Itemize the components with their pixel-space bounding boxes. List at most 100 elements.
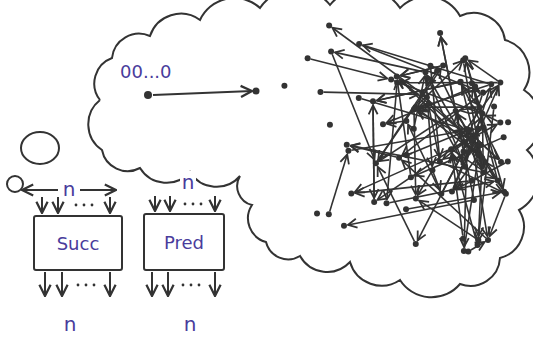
output-arrow: [44, 272, 46, 296]
start-state-label: 00...0: [118, 62, 174, 82]
transition-arrow: [409, 193, 500, 209]
state-dot: [413, 195, 419, 201]
state-dot: [462, 55, 468, 61]
state-dot: [465, 150, 471, 156]
dot: [83, 204, 86, 207]
state-dot: [356, 41, 362, 47]
bit-width-label: n: [61, 178, 78, 200]
state-dot: [326, 22, 332, 28]
dot: [200, 203, 203, 206]
dot: [190, 284, 193, 287]
width-arrow: [22, 189, 58, 191]
dot: [198, 284, 201, 287]
transition-arrow: [486, 116, 498, 122]
bit-width-label: n: [182, 313, 199, 335]
input-arrow: [154, 196, 156, 211]
state-dot: [434, 68, 440, 74]
state-dot: [477, 142, 483, 148]
transition-arrow: [441, 37, 455, 108]
transition-arrow: [378, 73, 435, 160]
transition-arrow: [431, 69, 440, 158]
transition-arrow: [484, 161, 502, 189]
state-dot: [448, 147, 454, 153]
box-label: Succ: [57, 233, 100, 254]
state-dot: [468, 178, 474, 184]
state-dot: [481, 125, 487, 131]
transition-arrow: [473, 87, 481, 111]
transition-arrow: [427, 76, 481, 170]
thought-bubble: [21, 132, 59, 164]
transition-arrow: [452, 154, 476, 243]
width-arrow: [80, 189, 116, 191]
box-label: Pred: [164, 232, 204, 253]
function-box: Succ: [33, 215, 123, 271]
dot: [192, 203, 195, 206]
transition-arrow: [402, 160, 486, 238]
state-dot: [501, 189, 507, 195]
state-dot: [317, 89, 323, 95]
state-dot: [373, 160, 379, 166]
state-dot: [326, 211, 332, 217]
state-dot: [370, 98, 376, 104]
state-dot: [396, 155, 402, 161]
thought-cloud: [88, 0, 533, 297]
transition-arrow: [394, 81, 479, 113]
state-dot: [305, 55, 311, 61]
state-dot: [408, 174, 414, 180]
output-arrow: [214, 272, 216, 296]
dot: [93, 284, 96, 287]
transition-arrow: [438, 74, 476, 152]
transition-arrow: [489, 196, 504, 236]
transition-arrow: [387, 86, 397, 200]
transition-arrow: [466, 61, 503, 188]
cloud-outline: [88, 0, 533, 297]
state-dot: [413, 241, 419, 247]
state-dot: [438, 191, 444, 197]
state-dot: [419, 91, 425, 97]
transition-arrow: [378, 167, 415, 242]
dot: [182, 284, 185, 287]
transition-arrow: [401, 82, 497, 84]
state-dot: [453, 108, 459, 114]
transition-arrow: [418, 173, 431, 195]
state-dot: [475, 126, 481, 132]
output-arrow: [109, 272, 111, 296]
state-dot: [471, 197, 477, 203]
state-dot: [427, 63, 433, 69]
state-dot: [380, 121, 386, 127]
transition-arrow: [330, 155, 348, 212]
state-dot: [411, 106, 417, 112]
transition-arrow: [332, 54, 374, 159]
state-dot: [501, 134, 507, 140]
state-dot: [422, 69, 428, 75]
transition-arrow: [377, 83, 457, 101]
state-dot: [371, 199, 377, 205]
transition-arrow: [419, 106, 476, 108]
state-dot: [449, 188, 455, 194]
state-dot: [491, 103, 497, 109]
state-dot: [480, 169, 486, 175]
state-dot: [411, 126, 417, 132]
state-dot: [403, 206, 409, 212]
state-dot: [475, 242, 481, 248]
state-dot: [476, 104, 482, 110]
state-dot: [479, 155, 485, 161]
state-dot: [498, 159, 504, 165]
state-dot: [505, 119, 511, 125]
state-dot: [341, 223, 347, 229]
state-dot: [505, 159, 511, 165]
state-dot: [328, 49, 334, 55]
transition-arrow: [433, 173, 439, 190]
state-dot: [462, 163, 468, 169]
transition-arrow: [373, 105, 374, 199]
state-dot: [440, 63, 446, 69]
state-dot: [485, 237, 491, 243]
state-dot: [465, 127, 471, 133]
function-box: Pred: [143, 213, 225, 271]
transition-arrow: [153, 91, 252, 95]
state-dot: [437, 30, 443, 36]
state-dot: [345, 148, 351, 154]
